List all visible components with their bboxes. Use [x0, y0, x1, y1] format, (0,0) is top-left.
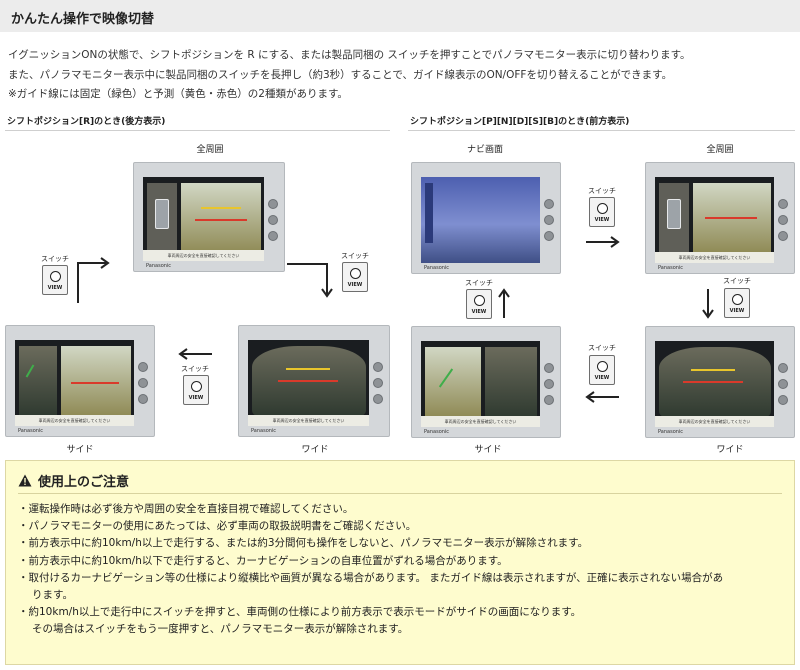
arrow-left-up-right: [77, 257, 110, 303]
screen-right-side: 車両周辺の安全を直接確認してください Panasonic: [411, 326, 561, 438]
caption-right-bottom-right: ワイド: [716, 445, 744, 455]
switch-label-right-2: スイッチ: [723, 277, 751, 285]
switch-circle-icon: [350, 268, 361, 279]
notice-item-6: ・約10km/h以上で走行中にスイッチを押すと、車両側の仕様により前方表示で表示…: [18, 606, 582, 619]
switch-button-left-1[interactable]: VIEW: [42, 265, 68, 295]
intro-line-3: ※ガイド線には固定（緑色）と予測（黄色・赤色）の2種類があります。: [8, 88, 348, 100]
left-section-divider: [5, 130, 390, 131]
switch-label-right-4: スイッチ: [465, 279, 493, 287]
switch-circle-icon: [732, 294, 743, 305]
notice-list: ・運転操作時は必ず後方や周囲の安全を直接目視で確認してください。 ・パノラマモニ…: [18, 501, 788, 639]
screen-left-wide: 車両周辺の安全を直接確認してください Panasonic: [238, 325, 390, 437]
right-section-label: シフトポジション[P][N][D][S][B]のとき(前方表示): [410, 117, 630, 127]
notice-item-4: ・前方表示中に約10km/h以下で走行すると、カーナビゲーションの自車位置がずれ…: [18, 554, 508, 567]
arrow-right-rightward: [586, 236, 620, 248]
switch-button-left-3[interactable]: VIEW: [183, 375, 209, 405]
caption-left-bottom-right: ワイド: [301, 445, 329, 455]
left-section-label: シフトポジション[R]のとき(後方表示): [7, 117, 166, 127]
switch-label-left-1: スイッチ: [41, 255, 69, 263]
arrow-right-leftward: [585, 391, 619, 403]
screen-left-top-all-around: 車両周辺の安全を直接確認してください Panasonic: [133, 162, 285, 272]
switch-circle-icon: [474, 295, 485, 306]
notice-box: 使用上のご注意 ・運転操作時は必ず後方や周囲の安全を直接目視で確認してください。…: [5, 460, 795, 665]
switch-label-left-3: スイッチ: [181, 365, 209, 373]
switch-button-right-3[interactable]: VIEW: [589, 355, 615, 385]
notice-title-text: 使用上のご注意: [38, 475, 130, 490]
intro-line-1: イグニッションONの状態で、シフトポジションを R にする、または製品同梱の ス…: [8, 49, 691, 61]
switch-button-left-2[interactable]: VIEW: [342, 262, 368, 292]
switch-label-right-3: スイッチ: [588, 344, 616, 352]
notice-item-1: ・運転操作時は必ず後方や周囲の安全を直接目視で確認してください。: [18, 503, 354, 515]
switch-label-left-2: スイッチ: [341, 252, 369, 260]
switch-button-right-2[interactable]: VIEW: [724, 288, 750, 318]
intro-line-2: また、パノラマモニター表示中に製品同梱のスイッチを長押し（約3秒）することで、ガ…: [8, 68, 673, 81]
screen-right-navi: Panasonic: [411, 162, 561, 274]
page-title: かんたん操作で映像切替: [0, 0, 800, 32]
warning-icon: [18, 474, 32, 487]
intro-text: イグニッションONの状態で、シフトポジションを R にする、または製品同梱の ス…: [8, 46, 798, 105]
caption-right-top-left: ナビ画面: [466, 145, 503, 155]
notice-title: 使用上のご注意: [18, 471, 129, 490]
notice-item-6-cont: その場合はスイッチをもう一度押すと、パノラマモニター表示が解除されます。: [32, 623, 409, 636]
arrow-left-right-down: [287, 263, 333, 298]
caption-right-bottom-left: サイド: [474, 445, 502, 455]
notice-item-5: ・取付けるカーナビゲーション等の仕様により縦横比や画質が異なる場合があります。 …: [18, 571, 724, 584]
switch-circle-icon: [597, 361, 608, 372]
arrow-left-leftward: [178, 348, 212, 360]
notice-divider: [18, 493, 782, 494]
arrow-right-downward: [702, 289, 714, 319]
notice-item-5-cont: ります。: [32, 589, 73, 602]
notice-item-3: ・前方表示中に約10km/h以上で走行する、または約3分間何も操作をしないと、パ…: [18, 537, 589, 550]
arrow-right-upward: [498, 288, 510, 318]
screen-right-wide: 車両周辺の安全を直接確認してください Panasonic: [645, 326, 795, 438]
caption-left-top: 全周囲: [196, 145, 224, 155]
switch-button-right-1[interactable]: VIEW: [589, 197, 615, 227]
switch-circle-icon: [191, 381, 202, 392]
right-section-divider: [408, 130, 795, 131]
screen-right-all-around: 車両周辺の安全を直接確認してください Panasonic: [645, 162, 795, 274]
screen-left-side: 車両周辺の安全を直接確認してください Panasonic: [5, 325, 155, 437]
caption-right-top-right: 全周囲: [706, 145, 734, 155]
notice-item-2: ・パノラマモニターの使用にあたっては、必ず車両の取扱説明書をご確認ください。: [18, 520, 417, 533]
switch-label-right-1: スイッチ: [588, 187, 616, 195]
switch-circle-icon: [50, 271, 61, 282]
caption-left-bottom-left: サイド: [66, 445, 94, 455]
switch-circle-icon: [597, 203, 608, 214]
switch-button-right-4[interactable]: VIEW: [466, 289, 492, 319]
